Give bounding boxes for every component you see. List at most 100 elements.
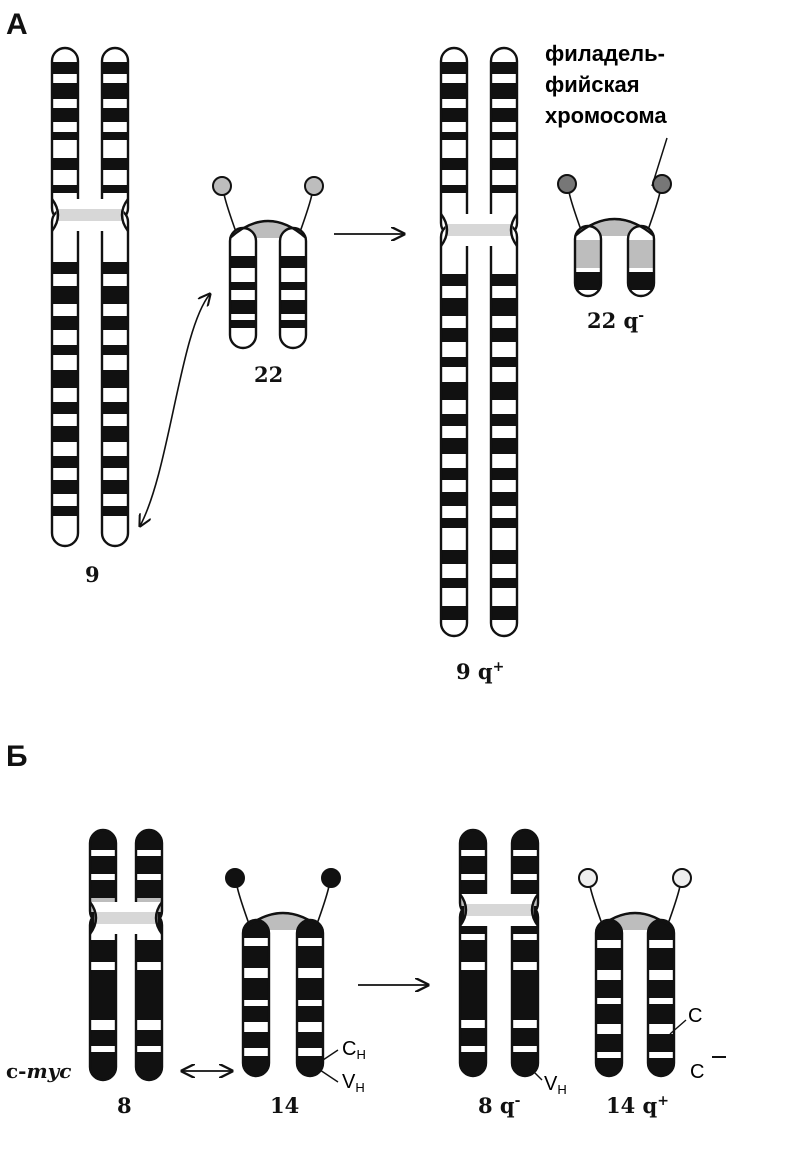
band xyxy=(90,962,116,970)
band xyxy=(512,850,538,856)
band xyxy=(297,1000,323,1006)
band xyxy=(102,402,128,414)
band xyxy=(136,934,162,940)
band xyxy=(230,300,256,314)
band xyxy=(648,998,674,1004)
band xyxy=(491,550,517,564)
band xyxy=(491,518,517,528)
band xyxy=(297,1022,323,1032)
band xyxy=(441,132,467,140)
band xyxy=(52,185,78,193)
band xyxy=(52,370,78,388)
band xyxy=(52,83,78,99)
band xyxy=(441,274,467,286)
constriction-left xyxy=(440,213,449,247)
band xyxy=(648,970,674,980)
vh2-pointer xyxy=(529,1067,543,1081)
chromosome-9q-plus xyxy=(439,46,519,638)
band xyxy=(243,938,269,946)
c-pointer xyxy=(669,1019,687,1035)
gene-vh: VH xyxy=(342,1071,365,1095)
band xyxy=(243,968,269,978)
band xyxy=(441,518,467,528)
band xyxy=(441,158,467,170)
gene-ch: CH xyxy=(342,1038,366,1062)
chromosome-9 xyxy=(50,46,130,548)
band xyxy=(491,108,517,122)
band xyxy=(297,1048,323,1056)
band xyxy=(512,1020,538,1028)
band xyxy=(491,328,517,342)
band xyxy=(491,438,517,454)
constriction-left xyxy=(459,893,468,927)
band xyxy=(460,1046,486,1052)
band xyxy=(52,456,78,468)
band xyxy=(297,968,323,978)
band xyxy=(491,606,517,620)
band xyxy=(441,108,467,122)
band xyxy=(90,850,116,856)
band xyxy=(280,282,306,290)
band xyxy=(102,480,128,494)
translocation-double-arrow xyxy=(140,294,210,526)
arm-fill xyxy=(441,48,467,236)
band xyxy=(441,468,467,480)
gene-c-minus: C xyxy=(690,1061,704,1083)
band xyxy=(441,414,467,426)
band xyxy=(243,1048,269,1056)
centromere xyxy=(445,224,513,236)
ch-pointer xyxy=(319,1049,339,1063)
chromosome-22-label: 22 xyxy=(254,362,283,387)
band xyxy=(136,1046,162,1052)
band xyxy=(136,1020,162,1030)
band xyxy=(52,426,78,442)
satellite-right xyxy=(304,176,324,196)
band xyxy=(280,300,306,314)
band xyxy=(491,158,517,170)
chromosome-22q-label: 22 q- xyxy=(587,308,644,333)
band xyxy=(596,998,622,1004)
band xyxy=(102,426,128,442)
satellite-left xyxy=(578,868,598,888)
band xyxy=(491,62,517,74)
band xyxy=(596,970,622,980)
band xyxy=(512,874,538,880)
band xyxy=(512,962,538,970)
band xyxy=(491,468,517,480)
band xyxy=(52,506,78,516)
band xyxy=(460,962,486,970)
band xyxy=(596,1052,622,1058)
band xyxy=(136,850,162,856)
panel-b-label: Б xyxy=(6,740,28,773)
constriction-right xyxy=(120,198,129,232)
band xyxy=(52,62,78,74)
band xyxy=(441,357,467,367)
short-arm-outline xyxy=(229,219,307,239)
band xyxy=(102,506,128,516)
band xyxy=(491,414,517,426)
band xyxy=(102,316,128,330)
band xyxy=(441,492,467,506)
band xyxy=(280,256,306,268)
chromosome-8 xyxy=(88,828,164,1082)
band xyxy=(102,158,128,170)
band xyxy=(102,262,128,274)
chromosome-14-label: 14 xyxy=(270,1093,299,1118)
band xyxy=(102,108,128,122)
band xyxy=(102,286,128,304)
band xyxy=(441,62,467,74)
band xyxy=(575,272,601,290)
band xyxy=(102,185,128,193)
constriction-right xyxy=(530,893,539,927)
annotation-line-1: филадель- xyxy=(545,41,665,66)
band xyxy=(441,606,467,620)
band xyxy=(441,578,467,588)
stalk-right xyxy=(647,191,661,231)
band xyxy=(512,1046,538,1052)
band xyxy=(491,382,517,400)
band xyxy=(575,240,601,268)
chromosome-9q-label: 9 q+ xyxy=(456,659,504,684)
short-arm-outline xyxy=(242,911,324,931)
band xyxy=(491,83,517,99)
